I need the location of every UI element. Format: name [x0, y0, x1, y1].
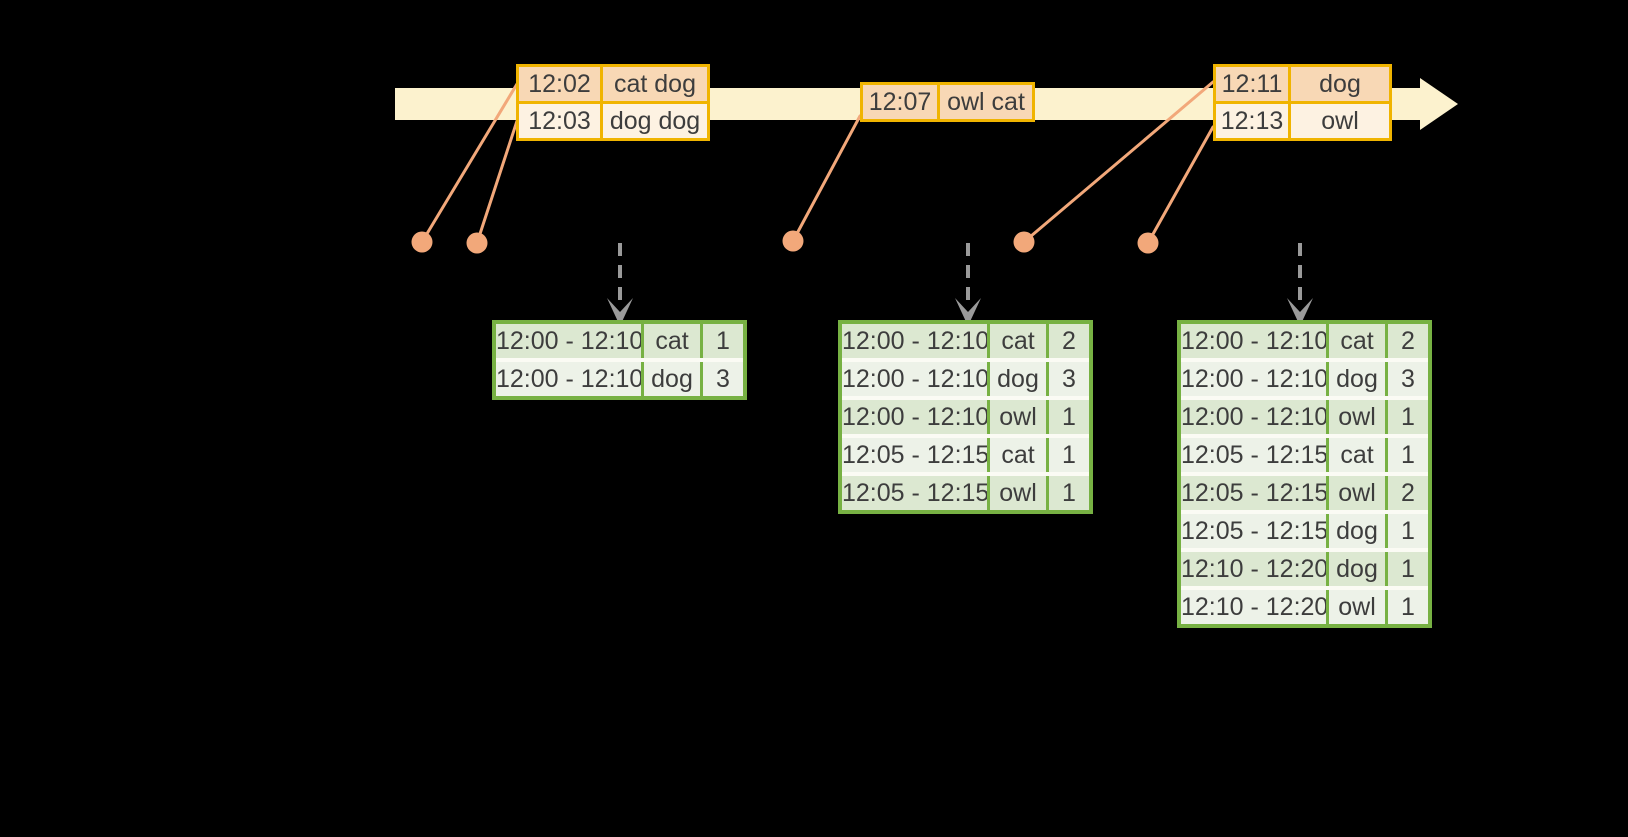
table-cell: 12:00 - 12:10	[842, 362, 987, 396]
table-cell: 1	[1049, 438, 1089, 472]
table-cell: dog	[644, 362, 700, 396]
table-cell: owl	[1329, 476, 1385, 510]
table-cell: 2	[1388, 476, 1428, 510]
arrow-down-icon	[955, 298, 981, 326]
table-cell: dog	[1329, 514, 1385, 548]
table-cell: 1	[1388, 438, 1428, 472]
table-cell: cat	[990, 324, 1046, 358]
table-cell: 12:10 - 12:20	[1181, 552, 1326, 586]
table-cell: 12:05 - 12:15	[842, 476, 987, 510]
event-dots	[411, 230, 1159, 254]
table-cell: cat	[1329, 438, 1385, 472]
table-cell: dog dog	[603, 104, 707, 138]
table-cell: 12:00 - 12:10	[842, 400, 987, 434]
table-cell: 12:11	[1216, 67, 1288, 101]
table-cell: dog	[1291, 67, 1389, 101]
table-cell: 12:03	[519, 104, 600, 138]
table-cell: 12:07	[863, 85, 937, 119]
table-cell: 3	[703, 362, 743, 396]
arrow-down-icon	[607, 298, 633, 326]
table-cell: 12:00 - 12:10	[1181, 400, 1326, 434]
table-cell: 12:00 - 12:10	[842, 324, 987, 358]
table-cell: cat dog	[603, 67, 707, 101]
event-connector-lines	[420, 80, 1215, 245]
table-cell: 12:05 - 12:15	[842, 438, 987, 472]
table-cell: 1	[1388, 590, 1428, 624]
table-cell: dog	[1329, 552, 1385, 586]
table-cell: 12:00 - 12:10	[1181, 324, 1326, 358]
trigger-arrows	[607, 243, 1313, 326]
table-cell: cat	[990, 438, 1046, 472]
table-cell: 3	[1388, 362, 1428, 396]
table-cell: cat	[1329, 324, 1385, 358]
table-cell: 1	[1388, 514, 1428, 548]
table-cell: 1	[1388, 400, 1428, 434]
table-cell: owl	[990, 476, 1046, 510]
event-dot	[411, 231, 433, 253]
timeline-arrowhead-icon	[1420, 78, 1458, 130]
table-cell: 1	[1049, 400, 1089, 434]
table-cell: 12:00 - 12:10	[496, 362, 641, 396]
table-cell: 1	[1388, 552, 1428, 586]
table-cell: owl	[1291, 104, 1389, 138]
event-dot	[1137, 232, 1159, 254]
table-cell: 12:05 - 12:15	[1181, 438, 1326, 472]
event-connector-line	[475, 119, 519, 245]
table-cell: 2	[1388, 324, 1428, 358]
table-cell: 1	[1049, 476, 1089, 510]
event-dot	[1013, 231, 1035, 253]
table-cell: owl cat	[940, 85, 1032, 119]
table-cell: 12:02	[519, 67, 600, 101]
table-cell: 12:05 - 12:15	[1181, 514, 1326, 548]
event-connector-line	[420, 82, 519, 244]
table-cell: dog	[990, 362, 1046, 396]
event-connector-line	[791, 114, 862, 243]
event-connector-line	[1022, 80, 1215, 244]
table-cell: 12:13	[1216, 104, 1288, 138]
event-dot	[466, 232, 488, 254]
table-cell: owl	[1329, 400, 1385, 434]
table-cell: cat	[644, 324, 700, 358]
event-connector-line	[1146, 125, 1215, 245]
table-cell: owl	[990, 400, 1046, 434]
table-cell: 3	[1049, 362, 1089, 396]
table-cell: dog	[1329, 362, 1385, 396]
table-cell: 12:00 - 12:10	[1181, 362, 1326, 396]
table-cell: owl	[1329, 590, 1385, 624]
table-cell: 12:00 - 12:10	[496, 324, 641, 358]
table-cell: 2	[1049, 324, 1089, 358]
arrow-down-icon	[1287, 298, 1313, 326]
table-cell: 1	[703, 324, 743, 358]
event-dot	[782, 230, 804, 252]
table-cell: 12:05 - 12:15	[1181, 476, 1326, 510]
table-cell: 12:10 - 12:20	[1181, 590, 1326, 624]
